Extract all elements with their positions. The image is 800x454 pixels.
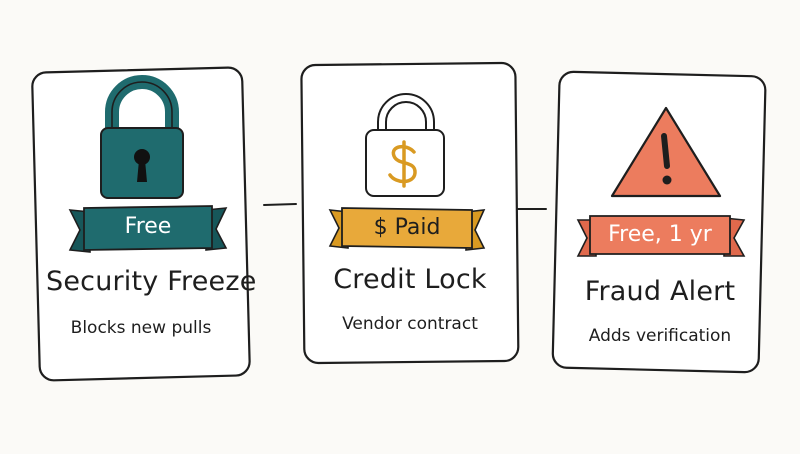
card-title-credit-lock: Credit Lock	[333, 264, 487, 295]
card-title-fraud-alert: Fraud Alert	[584, 276, 736, 307]
ribbon-free-1yr	[576, 215, 746, 257]
badge-free: Free	[124, 214, 172, 239]
card-title-security-freeze: Security Freeze	[46, 266, 257, 297]
card-subtitle-credit-lock: Vendor contract	[342, 314, 478, 334]
ribbon-paid	[328, 207, 486, 251]
padlock-dollar-icon	[365, 93, 445, 197]
card-subtitle-security-freeze: Blocks new pulls	[70, 318, 212, 338]
badge-paid: $ Paid	[373, 215, 441, 240]
warning-triangle-icon	[610, 106, 722, 198]
ribbon-free	[68, 205, 228, 253]
badge-free-1yr: Free, 1 yr	[608, 222, 712, 247]
connector-1-2	[263, 203, 297, 206]
padlock-keyhole-icon	[100, 75, 184, 199]
card-subtitle-fraud-alert: Adds verification	[588, 326, 732, 346]
